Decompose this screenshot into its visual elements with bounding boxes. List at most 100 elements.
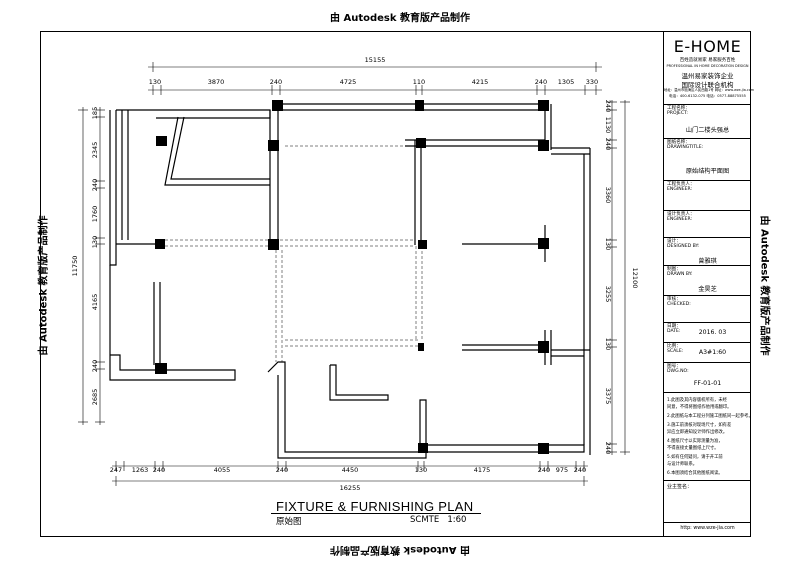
dim-right-4: 130 xyxy=(604,238,612,250)
dim-right-8: 240 xyxy=(604,442,612,454)
design-row: 设计：DESIGNED BY: 曾雅琪 xyxy=(664,238,751,266)
company-address: 地址：温州市瓯海区人民西路1号 网址：www.wze-jia.com xyxy=(664,88,755,92)
dim-bottom-total: 16255 xyxy=(340,484,361,492)
dim-bottom-0: 247 xyxy=(110,466,122,474)
engineer-row: 工程负责人：ENGINEER: xyxy=(664,181,751,211)
dim-right-6: 130 xyxy=(604,338,612,350)
dim-left-1: 2345 xyxy=(91,142,99,159)
dim-bottom-9: 975 xyxy=(556,466,568,474)
dim-right-5: 3255 xyxy=(604,286,612,303)
drawing-label: 图纸名称：DRAWINGTITLE: xyxy=(667,140,704,150)
draw-row: 制图：DRAWN BY: 金昊芝 xyxy=(664,266,751,296)
note-line: 4.图纸尺寸以实际测量为准， xyxy=(667,439,723,444)
designer-name: 曾雅琪 xyxy=(698,258,717,265)
company-website: http: www.wze-jia.com xyxy=(680,526,735,531)
project-row: 工程名称：PROJECT: 山门二楼头强总 xyxy=(664,105,751,139)
note-line: 不得直接丈量图纸上尺寸。 xyxy=(667,446,719,451)
dim-bottom-2: 240 xyxy=(153,466,165,474)
logo-en: PROFESSIONAL IN HOME DECORATION DESIGN xyxy=(666,64,749,68)
company-phone: 电话：400-6132-075 电话：0577-88875555 xyxy=(669,94,746,98)
company-block: E-HOME 百姓造就易家 易家服务百姓 PROFESSIONAL IN HOM… xyxy=(664,31,755,105)
dim-right-7: 3375 xyxy=(604,388,612,405)
plan-scale-label: SCMTE xyxy=(410,515,440,525)
watermark-top: 由 Autodesk 教育版产品制作 xyxy=(329,13,470,24)
plan-scale: SCMTE 1:60 xyxy=(410,515,466,525)
notes-block: 1.此图及其内容版权所有，未经 同意，不得将图纸作他用或翻印。 2.此图纸与本工… xyxy=(664,393,753,481)
designer-row: 设计负责人：ENGINEER: xyxy=(664,211,751,238)
designer-label: 设计负责人：ENGINEER: xyxy=(667,212,695,222)
design-label: 设计：DESIGNED BY: xyxy=(667,239,700,249)
dwg-no-row: 图号：DWG.NO: FF-01-01 xyxy=(664,363,751,393)
note-line: 2.此图纸与本工程分列施工图纸同一起参考。 xyxy=(667,414,753,419)
check-row: 审核：CHECKED: xyxy=(664,296,751,323)
dim-bottom-7: 4175 xyxy=(474,466,491,474)
dim-top-8: 330 xyxy=(586,78,598,86)
note-line: 异应立即通知设计师作出修改。 xyxy=(667,430,728,435)
plan-scale-value: 1:60 xyxy=(447,515,467,525)
dim-right-total: 12100 xyxy=(631,268,639,289)
drafter-name: 金昊芝 xyxy=(698,286,717,293)
dim-bottom-1: 1263 xyxy=(132,466,149,474)
drawing-frame xyxy=(40,31,751,537)
dim-top-4: 110 xyxy=(413,78,425,86)
dim-right-3: 3360 xyxy=(604,187,612,204)
dwg-no-value: FF-01-01 xyxy=(693,380,722,387)
scale-label: 比例：SCALE: xyxy=(667,344,684,354)
dim-top-0: 130 xyxy=(149,78,161,86)
note-line: 6.本图须结合其他图纸阅读。 xyxy=(667,471,723,476)
dim-bottom-8: 240 xyxy=(538,466,550,474)
dim-left-4: 130 xyxy=(91,236,99,248)
note-line: 1.此图及其内容版权所有，未经 xyxy=(667,398,727,403)
note-line: 5.如有任何疑问，请于开工前 xyxy=(667,455,723,460)
date-label: 日期：DATE: xyxy=(667,324,681,334)
dim-top-1: 3870 xyxy=(208,78,225,86)
note-line: 3.施工前须核对现场尺寸，如有差 xyxy=(667,423,732,428)
scale-row: 比例：SCALE: A3#1:60 xyxy=(664,343,751,363)
company-name-2: 国际设计联合机构 xyxy=(681,81,734,89)
project-label: 工程名称：PROJECT: xyxy=(667,106,690,116)
dwg-no-label: 图号：DWG.NO: xyxy=(667,364,689,374)
dim-top-5: 4215 xyxy=(472,78,489,86)
dim-left-6: 240 xyxy=(91,360,99,372)
plan-subtitle: 原始图 xyxy=(276,517,302,527)
dim-left-5: 4165 xyxy=(91,294,99,311)
dim-left-7: 2685 xyxy=(91,389,99,406)
check-label: 审核：CHECKED: xyxy=(667,297,691,307)
title-block: E-HOME 百姓造就易家 易家服务百姓 PROFESSIONAL IN HOM… xyxy=(663,31,755,537)
dim-top-6: 240 xyxy=(535,78,547,86)
draw-label: 制图：DRAWN BY: xyxy=(667,267,693,277)
dim-top-3: 4725 xyxy=(340,78,357,86)
dim-top-2: 240 xyxy=(270,78,282,86)
plan-title: FIXTURE & FURNISHING PLAN xyxy=(276,499,474,514)
dim-left-2: 240 xyxy=(91,179,99,191)
dim-bottom-3: 4055 xyxy=(214,466,231,474)
company-logo: E-HOME xyxy=(673,37,742,56)
note-line: 同意，不得将图纸作他用或翻印。 xyxy=(667,405,732,410)
owner-row: 业主签名： xyxy=(664,481,751,523)
scale-value: A3#1:60 xyxy=(698,349,727,356)
dim-right-1: 1130 xyxy=(604,117,612,134)
dim-right-0: 240 xyxy=(604,100,612,112)
engineer-label: 工程负责人：ENGINEER: xyxy=(667,182,695,192)
drawing-title: 原始结构平面图 xyxy=(685,168,730,175)
drawing-row: 图纸名称：DRAWINGTITLE: 原始结构平面图 xyxy=(664,139,751,181)
dim-left-total: 11750 xyxy=(71,256,79,277)
owner-label: 业主签名： xyxy=(667,484,693,490)
dim-bottom-10: 240 xyxy=(574,466,586,474)
dim-left-3: 1760 xyxy=(91,206,99,223)
project-name: 山门二楼头强总 xyxy=(685,127,730,134)
dim-right-2: 240 xyxy=(604,138,612,150)
dim-bottom-4: 240 xyxy=(276,466,288,474)
dim-bottom-5: 4450 xyxy=(342,466,359,474)
company-name: 温州易家装饰企业 xyxy=(681,72,734,80)
date-row: 日期：DATE: 2016. 03 xyxy=(664,323,751,343)
dim-top-total: 15155 xyxy=(365,56,386,64)
dim-top-7: 1305 xyxy=(558,78,575,86)
logo-slogan: 百姓造就易家 易家服务百姓 xyxy=(679,58,736,63)
dim-bottom-6: 130 xyxy=(415,466,427,474)
dim-left-0: 185 xyxy=(91,107,99,119)
date-value: 2016. 03 xyxy=(698,329,727,336)
note-line: 与设计师联系。 xyxy=(667,462,698,467)
plan-title-underline xyxy=(271,513,481,514)
